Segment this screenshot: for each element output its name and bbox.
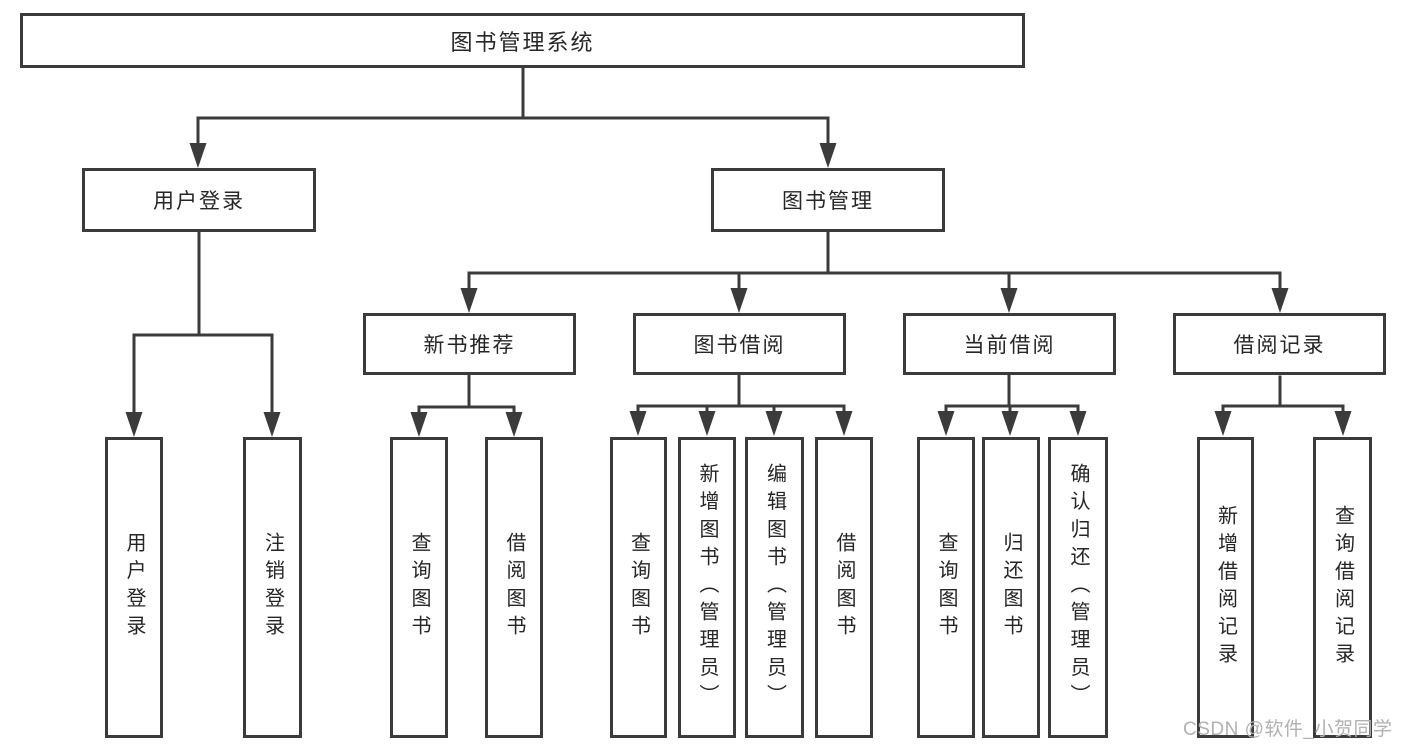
arrow-down-icon (819, 143, 837, 168)
arrow-down-icon (125, 412, 143, 437)
node-book-borrow: 图书借阅 (633, 313, 846, 375)
node-current-borrow: 当前借阅 (903, 313, 1116, 375)
arrow-down-icon (1001, 411, 1019, 436)
node-borrow-records: 借阅记录 (1173, 313, 1386, 375)
node-book-management: 图书管理 (711, 168, 945, 232)
leaf-edit-book-admin: 编辑图书（管理员） (745, 437, 804, 738)
arrow-down-icon (629, 411, 647, 436)
node-library-management-system: 图书管理系统 (20, 13, 1025, 68)
arrow-down-icon (1334, 411, 1352, 436)
arrow-down-icon (698, 411, 716, 436)
connector-book-borrow-children (629, 373, 853, 436)
node-user-login: 用户登录 (82, 168, 316, 232)
arrow-down-icon (410, 412, 428, 437)
arrow-down-icon (1271, 288, 1289, 313)
arrow-down-icon (765, 411, 783, 436)
arrow-down-icon (460, 288, 478, 313)
connector-current-borrow-children (937, 373, 1087, 436)
leaf-query-books-recommend: 查询图书 (390, 437, 448, 738)
leaf-user-login: 用户登录 (105, 437, 163, 738)
arrow-down-icon (835, 411, 853, 436)
csdn-watermark: CSDN @软件_小贺同学 (1183, 719, 1393, 740)
connector-root-to-level2 (189, 66, 837, 168)
arrow-down-icon (1214, 411, 1232, 436)
node-new-book-recommend: 新书推荐 (363, 313, 576, 375)
connector-book-management-children (460, 230, 1289, 313)
arrow-down-icon (937, 411, 955, 436)
arrow-down-icon (505, 412, 523, 437)
leaf-confirm-return-admin: 确认归还（管理员） (1048, 437, 1108, 738)
connector-borrow-records-children (1214, 375, 1352, 436)
leaf-borrow-books: 借阅图书 (815, 437, 873, 738)
leaf-return-book: 归还图书 (982, 437, 1040, 738)
arrow-down-icon (263, 412, 281, 437)
leaf-query-books-current: 查询图书 (917, 437, 975, 738)
arrow-down-icon (1069, 411, 1087, 436)
leaf-add-book-admin: 新增图书（管理员） (678, 437, 736, 738)
leaf-add-borrow-record: 新增借阅记录 (1197, 437, 1254, 738)
leaf-query-borrow-record: 查询借阅记录 (1313, 437, 1372, 738)
leaf-logout: 注销登录 (243, 437, 302, 738)
arrow-down-icon (189, 143, 207, 168)
arrow-down-icon (730, 288, 748, 313)
connector-user-login-children (125, 230, 281, 437)
leaf-borrow-books-recommend: 借阅图书 (485, 437, 543, 738)
leaf-query-books-borrow: 查询图书 (610, 437, 667, 738)
arrow-down-icon (1000, 288, 1018, 313)
connector-new-book-children (410, 373, 523, 437)
